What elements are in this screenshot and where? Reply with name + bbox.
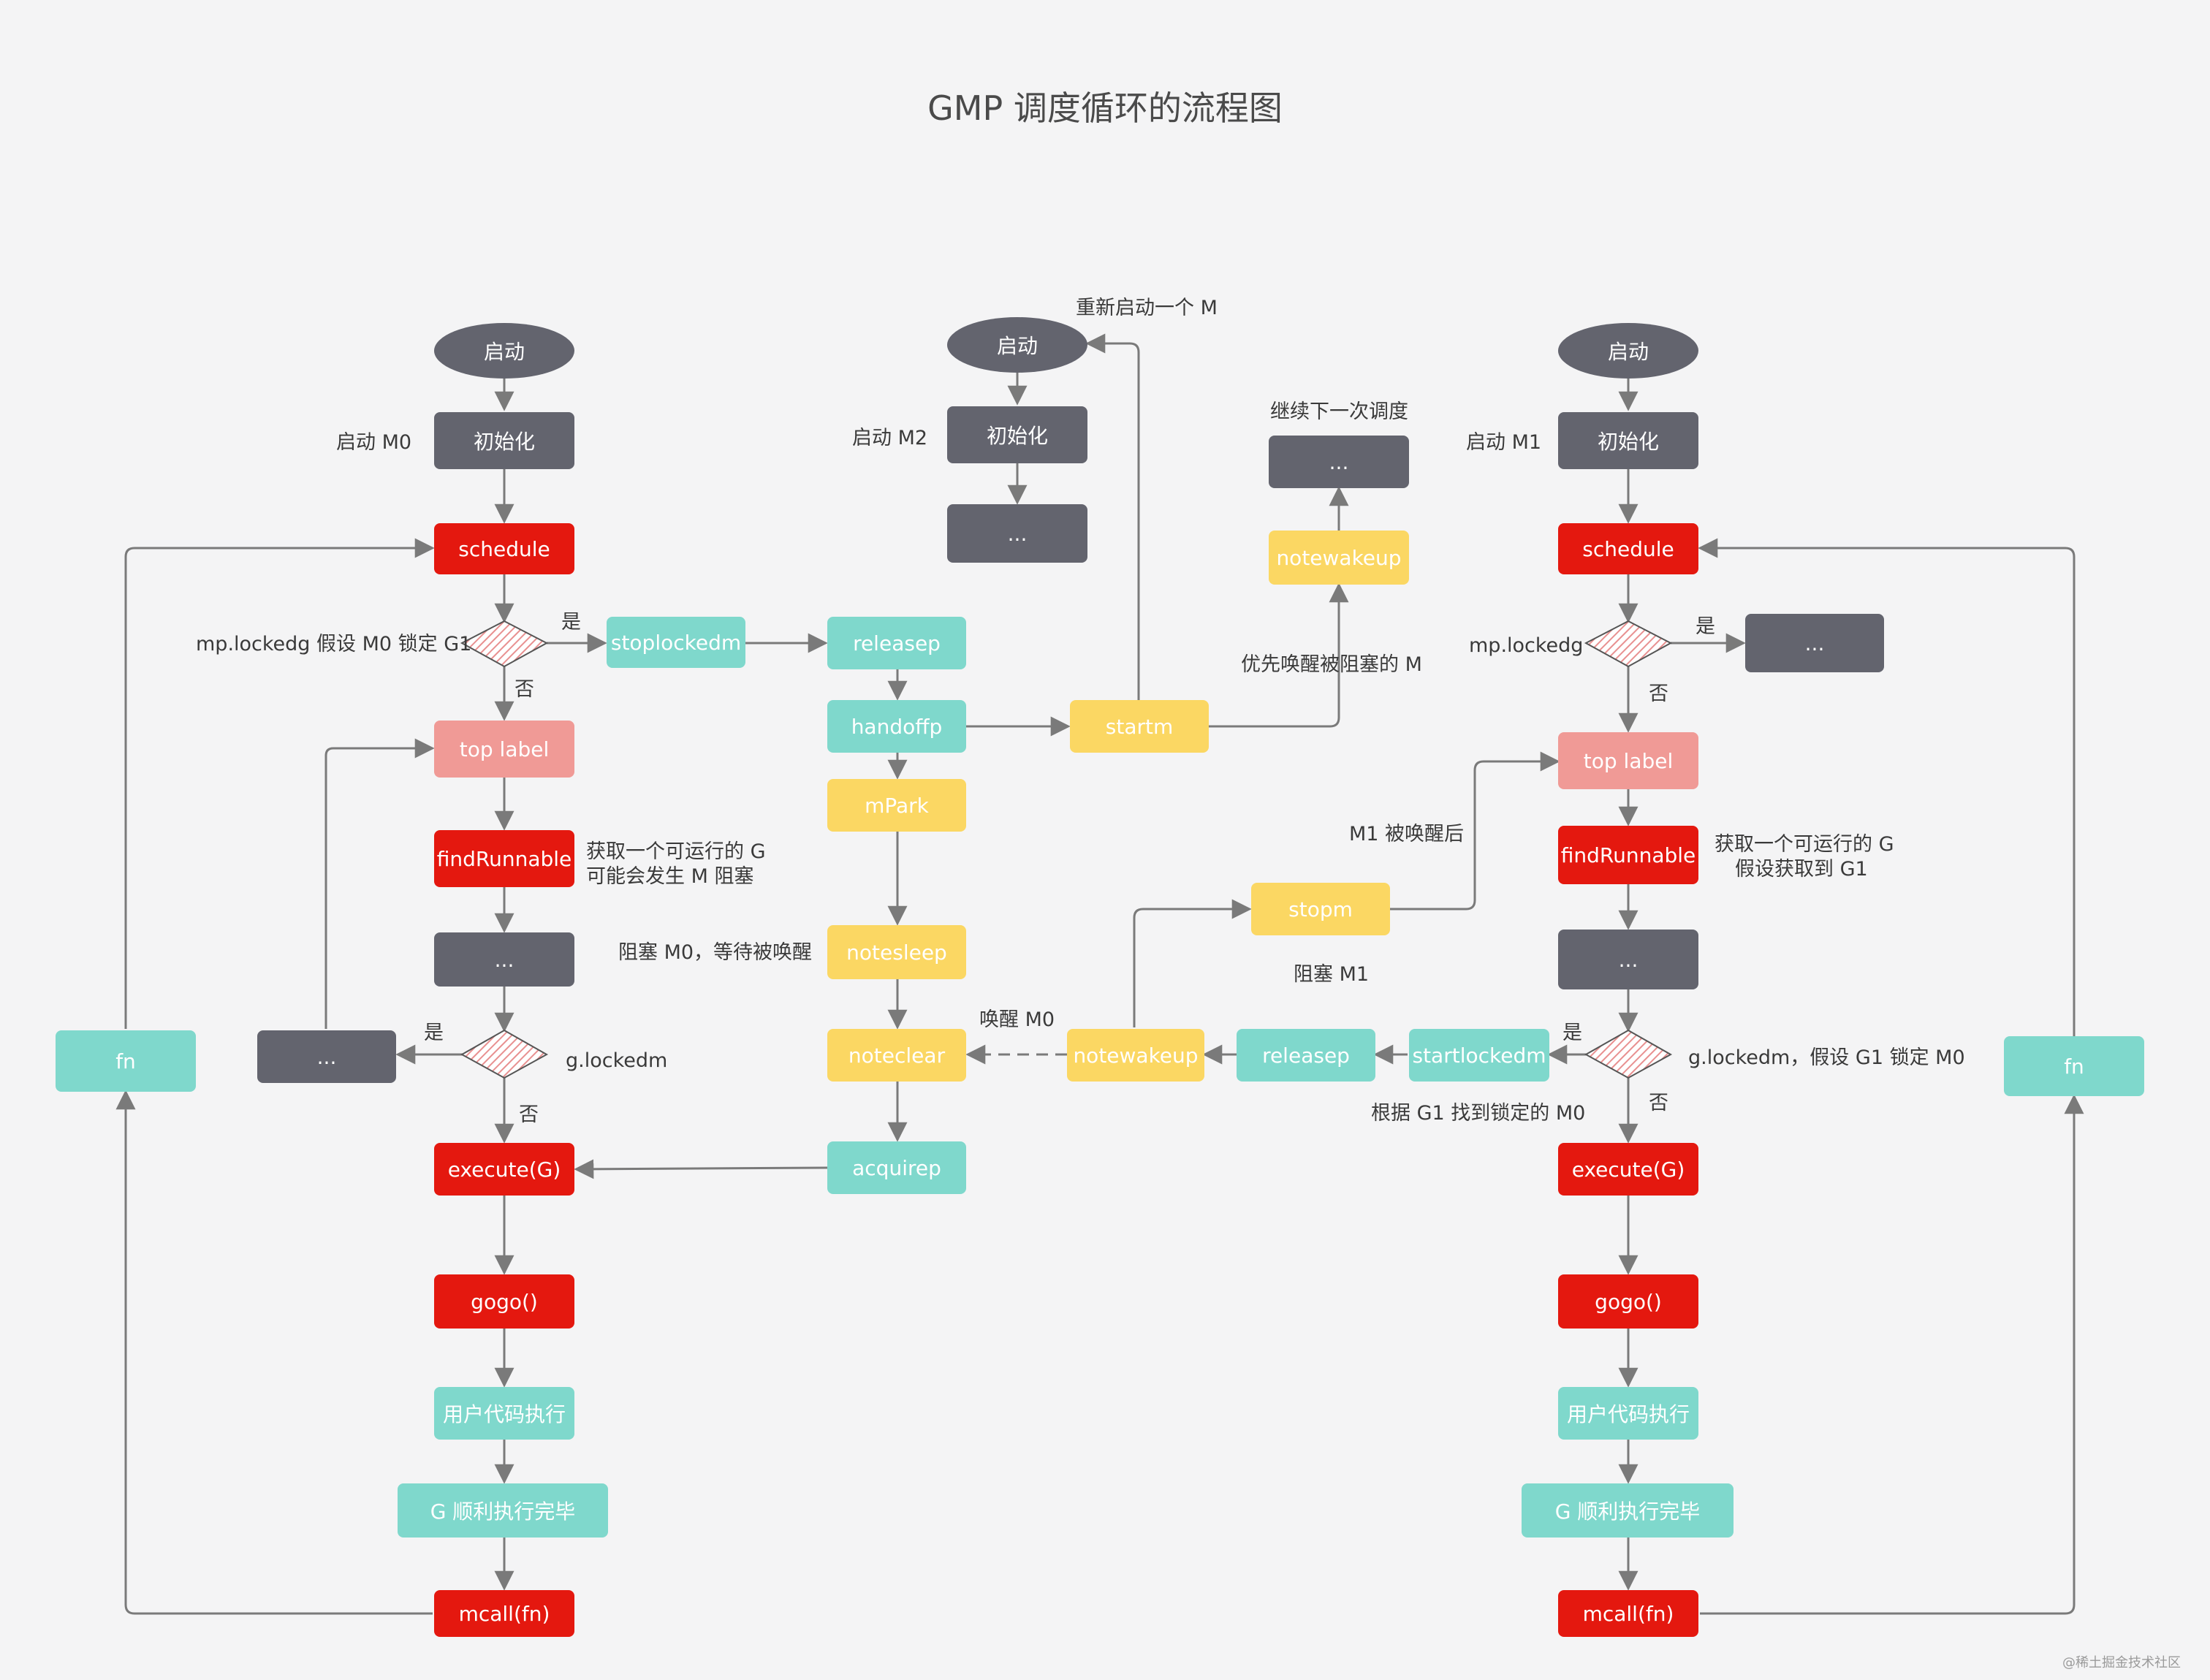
dots-m1-right-node: ... xyxy=(1745,614,1884,672)
mcall-m0-node: mcall(fn) xyxy=(434,1590,574,1637)
findrunnable-m0-node: findRunnable xyxy=(434,830,574,887)
label-start-m0: 启动 M0 xyxy=(336,431,412,454)
label-yes-1: 是 xyxy=(561,611,581,634)
label-wake-m0: 唤醒 M0 xyxy=(979,1008,1055,1031)
decision-glockedm-m1 xyxy=(1584,1029,1673,1079)
toplabel-m1-node: top label xyxy=(1558,732,1698,789)
label-find-m0-line1: 获取一个可运行的 G xyxy=(586,840,766,863)
handoffp-node: handoffp xyxy=(827,700,966,753)
edge-fn-schedule-m0 xyxy=(124,538,435,1029)
fn-right-node: fn xyxy=(2004,1036,2144,1096)
notewakeup-mid-node: notewakeup xyxy=(1067,1029,1204,1082)
start-m1-node: 启动 xyxy=(1558,323,1698,379)
gogo-m1-node: gogo() xyxy=(1558,1274,1698,1329)
notewakeup-top-node: notewakeup xyxy=(1269,531,1409,585)
label-no-4: 否 xyxy=(1649,1092,1668,1114)
dots-m0-node: ... xyxy=(434,932,574,987)
label-block-m1: 阻塞 M1 xyxy=(1294,963,1370,986)
stopm-node: stopm xyxy=(1251,883,1390,935)
stoplockedm-node: stoplockedm xyxy=(607,617,745,668)
edge-mcall-fn-right xyxy=(1700,1094,2084,1615)
init-m1-node: 初始化 xyxy=(1558,412,1698,469)
execute-m0-node: execute(G) xyxy=(434,1143,574,1196)
label-m1-woken: M1 被唤醒后 xyxy=(1349,823,1465,845)
fn-left-node: fn xyxy=(56,1030,196,1092)
edge-startm-start-m2 xyxy=(1085,333,1140,700)
label-lockedg-m1: mp.lockedg xyxy=(1469,634,1584,657)
init-m2-node: 初始化 xyxy=(947,406,1087,463)
schedule-m1-node: schedule xyxy=(1558,523,1698,574)
gdone-m0-node: G 顺利执行完毕 xyxy=(398,1483,608,1538)
decision-lockedg-m0 xyxy=(460,620,549,668)
edge-startm-notewakeup xyxy=(1209,582,1349,728)
findrunnable-m1-node: findRunnable xyxy=(1558,826,1698,884)
startm-node: startm xyxy=(1070,700,1209,753)
notesleep-node: notesleep xyxy=(827,925,966,979)
noteclear-node: noteclear xyxy=(827,1029,966,1082)
edge-mcall-fn-left xyxy=(115,1090,433,1615)
label-block-m0: 阻塞 M0，等待被唤醒 xyxy=(618,941,813,964)
edge-dotsleft-toplabel xyxy=(324,738,435,1029)
label-lockedg-m0: mp.lockedg 假设 M0 锁定 G1 xyxy=(196,633,472,655)
releasep-right-node: releasep xyxy=(1237,1029,1375,1082)
label-find-m1-line2: 假设获取到 G1 xyxy=(1735,858,1868,881)
init-m0-node: 初始化 xyxy=(434,412,574,469)
mcall-m1-node: mcall(fn) xyxy=(1558,1590,1698,1637)
dots-next-node: ... xyxy=(1269,436,1409,488)
acquirep-node: acquirep xyxy=(827,1141,966,1194)
startlockedm-node: startlockedm xyxy=(1409,1029,1549,1082)
gogo-m0-node: gogo() xyxy=(434,1274,574,1329)
usercode-m0-node: 用户代码执行 xyxy=(434,1387,574,1440)
dots-m1-node: ... xyxy=(1558,930,1698,989)
toplabel-m0-node: top label xyxy=(434,721,574,778)
label-find-locked: 根据 G1 找到锁定的 M0 xyxy=(1371,1102,1586,1125)
decision-lockedg-m1 xyxy=(1584,620,1673,668)
label-start-m2: 启动 M2 xyxy=(852,427,928,449)
label-no-2: 否 xyxy=(519,1103,539,1126)
label-find-m1-line1: 获取一个可运行的 G xyxy=(1715,833,1894,856)
releasep-mid-node: releasep xyxy=(827,617,966,669)
gdone-m1-node: G 顺利执行完毕 xyxy=(1522,1483,1734,1538)
schedule-m0-node: schedule xyxy=(434,523,574,574)
label-no-3: 否 xyxy=(1649,683,1668,705)
execute-m1-node: execute(G) xyxy=(1558,1143,1698,1196)
label-find-m0-line2: 可能会发生 M 阻塞 xyxy=(586,865,754,888)
mpark-node: mPark xyxy=(827,779,966,832)
label-yes-4: 是 xyxy=(1562,1022,1582,1044)
usercode-m1-node: 用户代码执行 xyxy=(1558,1387,1698,1440)
label-glockedm-m1: g.lockedm，假设 G1 锁定 M0 xyxy=(1688,1046,1965,1069)
diagram-title: GMP 调度循环的流程图 xyxy=(927,88,1283,128)
dots-m2-node: ... xyxy=(947,504,1087,563)
edge-notewakeup-stopm xyxy=(1133,899,1252,1027)
label-glockedm-m0: g.lockedm xyxy=(566,1049,668,1072)
edge-stopm-toplabel-m1 xyxy=(1390,751,1560,911)
label-continue-next: 继续下一次调度 xyxy=(1270,400,1408,423)
label-yes-3: 是 xyxy=(1696,615,1715,638)
label-wake-blocked: 优先唤醒被阻塞的 M xyxy=(1241,653,1422,676)
label-yes-2: 是 xyxy=(424,1022,444,1044)
label-start-m1: 启动 M1 xyxy=(1466,431,1542,454)
decision-glockedm-m0 xyxy=(460,1029,549,1079)
watermark: @稀土掘金技术社区 xyxy=(2062,1655,2181,1671)
start-m0-node: 启动 xyxy=(434,323,574,379)
label-no-1: 否 xyxy=(514,678,534,701)
edge-fn-schedule-m1 xyxy=(1698,538,2076,1036)
edge-acquirep-execute-m0 xyxy=(574,1159,828,1179)
dots-m0-left-node: ... xyxy=(257,1030,396,1083)
start-m2-node: 启动 xyxy=(947,317,1087,373)
label-restart-m: 重新启动一个 M xyxy=(1076,297,1218,319)
